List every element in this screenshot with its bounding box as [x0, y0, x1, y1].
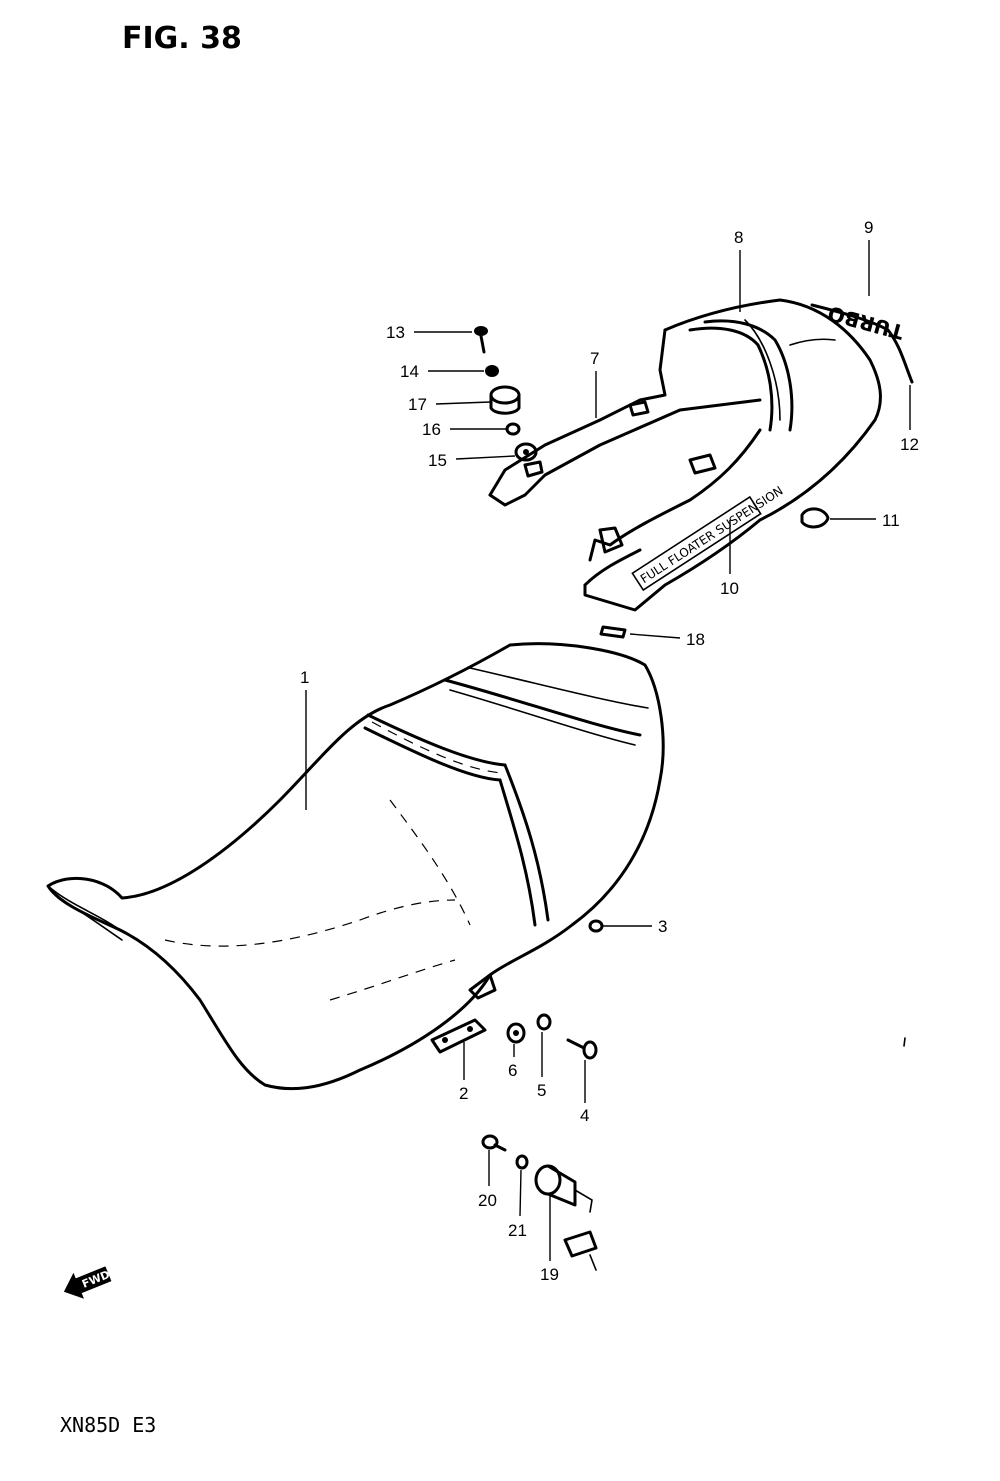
- callout-16: 16: [422, 420, 506, 439]
- callout-number: 6: [508, 1061, 517, 1080]
- callout-number: 13: [386, 323, 405, 342]
- callout-number: 9: [864, 218, 873, 237]
- callout-number: 18: [686, 630, 705, 649]
- callout-13: 13: [386, 323, 472, 342]
- callout-2: 2: [459, 1042, 468, 1103]
- callout-number: 17: [408, 395, 427, 414]
- seat-tail-cover-illustration: FULL FLOATER SUSPENSION: [488, 298, 882, 612]
- callout-4: 4: [580, 1060, 589, 1125]
- seat-illustration: [46, 642, 665, 1091]
- callout-1: 1: [300, 668, 309, 810]
- callout-number: 10: [720, 579, 739, 598]
- tail-decal-text: FULL FLOATER SUSPENSION: [638, 483, 786, 586]
- callout-number: 7: [590, 349, 599, 368]
- callout-21: 21: [508, 1169, 527, 1240]
- callout-number: 5: [537, 1081, 546, 1100]
- callout-6: 6: [508, 1044, 517, 1080]
- hinge-bracket-2-illustration: [430, 1018, 487, 1054]
- callout-number: 12: [900, 435, 919, 454]
- callout-7: 7: [590, 349, 599, 418]
- callout-10: 10: [720, 520, 739, 598]
- callout-11: 11: [830, 511, 900, 530]
- bolt-4-illustration: [566, 1038, 598, 1060]
- trim-molding-illustration: [810, 303, 914, 384]
- callout-5: 5: [537, 1032, 546, 1100]
- lock-washer-5-illustration: [536, 1013, 552, 1031]
- callout-3: 3: [603, 917, 667, 936]
- model-code: XN85D E3: [60, 1413, 156, 1437]
- figure-title: FIG. 38: [122, 21, 242, 56]
- screw-20-illustration: [481, 1134, 507, 1152]
- callout-number: 20: [478, 1191, 497, 1210]
- callout-number: 8: [734, 228, 743, 247]
- callout-number: 4: [580, 1106, 589, 1125]
- callout-18: 18: [629, 630, 705, 649]
- grommet-11-illustration: [800, 507, 830, 529]
- fwd-arrow-icon: FWD: [63, 1266, 112, 1299]
- callout-number: 16: [422, 420, 441, 439]
- spacer-16-illustration: [505, 422, 521, 436]
- callout-20: 20: [478, 1150, 497, 1210]
- callout-number: 19: [540, 1265, 559, 1284]
- callout-15: 15: [428, 451, 516, 470]
- callout-number: 21: [508, 1221, 527, 1240]
- tail-decal: FULL FLOATER SUSPENSION: [631, 483, 786, 592]
- callout-number: 14: [400, 362, 419, 381]
- cushion-17-illustration: [489, 385, 521, 415]
- seat-lock-19-illustration: [534, 1164, 598, 1271]
- lock-washer-21-illustration: [515, 1154, 529, 1170]
- callout-17: 17: [408, 395, 491, 414]
- nut-14-illustration: [485, 365, 499, 377]
- callout-number: 3: [658, 917, 667, 936]
- callout-8: 8: [734, 228, 743, 312]
- cushion-strip-18-illustration: [599, 625, 627, 639]
- callout-9: 9: [864, 218, 873, 296]
- callout-14: 14: [400, 362, 484, 381]
- washer-6-illustration: [506, 1022, 526, 1044]
- clip-nut-3-illustration: [588, 919, 604, 933]
- screw-13-illustration: [474, 326, 488, 354]
- callout-number: 15: [428, 451, 447, 470]
- callout-number: 1: [300, 668, 309, 687]
- callout-number: 2: [459, 1084, 468, 1103]
- callout-12: 12: [900, 385, 919, 454]
- callout-number: 11: [882, 511, 900, 530]
- callout-19: 19: [540, 1196, 559, 1284]
- washer-15-illustration: [514, 442, 538, 462]
- stray-mark: [903, 1037, 906, 1047]
